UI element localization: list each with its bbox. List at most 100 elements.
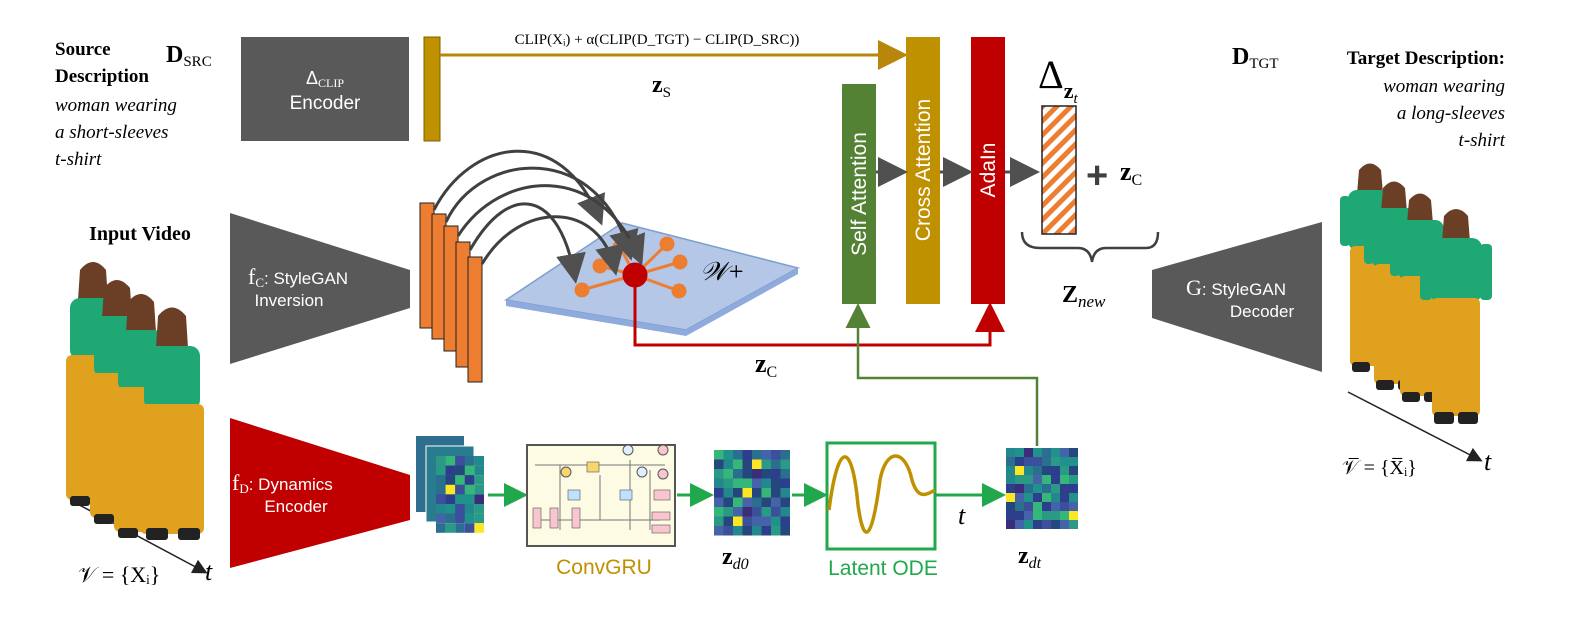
fc-encoder-line2: Inversion	[255, 291, 324, 310]
inversion-curved-arrows	[432, 149, 645, 284]
heatmap-cell	[752, 526, 762, 536]
heatmap-cell	[771, 516, 781, 526]
fd-encoder-line1: fD: Dynamics	[232, 470, 333, 496]
zc-to-adain-arrow	[633, 286, 1005, 347]
heatmap-cell	[1024, 484, 1033, 493]
heatmap-cell	[1051, 511, 1060, 520]
heatmap-cell	[742, 478, 752, 488]
adain-label: AdaIn	[977, 143, 1000, 198]
heatmap-cell	[1069, 448, 1078, 457]
heatmap-cell	[761, 488, 771, 498]
heatmap-cell	[445, 523, 456, 533]
heatmap-cell	[761, 450, 771, 460]
input-frame-4	[140, 307, 204, 540]
heatmap-cell	[752, 450, 762, 460]
heatmap-cell	[445, 484, 456, 495]
cross-attention-block	[906, 37, 940, 304]
heatmap-cell	[455, 484, 465, 495]
heatmap-cell	[1024, 475, 1033, 484]
input-video-frames: t 𝒱 = {Xᵢ}	[66, 262, 213, 587]
fd-encoder-line2: Encoder	[264, 497, 328, 516]
source-description: Source Description woman wearing a short…	[55, 39, 212, 170]
output-time-axis	[1347, 391, 1483, 462]
heatmap-cell	[455, 523, 465, 533]
heatmap-cell	[780, 478, 790, 488]
heatmap-cell	[1060, 520, 1069, 529]
wplus-label: 𝒲+	[700, 257, 745, 286]
heatmap-cell	[714, 497, 724, 507]
heatmap-cell	[1033, 484, 1042, 493]
heatmap-cell	[752, 516, 762, 526]
heatmap-cell	[1015, 475, 1024, 484]
heatmap-cell	[1060, 493, 1069, 502]
heatmap-cell	[445, 456, 456, 466]
g-decoder-line2: Decoder	[1230, 302, 1295, 321]
heatmap-cell	[771, 478, 781, 488]
heatmap-cell	[742, 516, 752, 526]
heatmap-cell	[464, 513, 475, 524]
heatmap-cell	[1060, 466, 1069, 475]
heatmap-cell	[1060, 484, 1069, 493]
heatmap-cell	[455, 513, 465, 524]
heatmap-cell	[742, 507, 752, 517]
heatmap-cell	[464, 456, 475, 466]
heatmap-cell	[464, 465, 475, 476]
heatmap-cell	[733, 478, 743, 488]
heatmap-cell	[1051, 502, 1060, 511]
heatmap-cell	[723, 507, 733, 517]
heatmap-cell	[1069, 511, 1078, 520]
heatmap-cell	[771, 488, 781, 498]
heatmap-cell	[723, 450, 733, 460]
heatmap-cell	[714, 478, 724, 488]
heatmap-cell	[1033, 466, 1042, 475]
heatmap-cell	[742, 450, 752, 460]
heatmap-cell	[1024, 493, 1033, 502]
heatmap-cell	[1042, 520, 1051, 529]
heatmap-cell	[1024, 466, 1033, 475]
target-desc-line2: a long-sleeves	[1397, 103, 1505, 124]
heatmap-cell	[1042, 511, 1051, 520]
heatmap-cell	[714, 526, 724, 536]
heatmap-cell	[780, 488, 790, 498]
heatmap-cell	[436, 465, 446, 476]
heatmap-cell	[714, 450, 724, 460]
heatmap-cell	[1024, 448, 1033, 457]
output-t-label: t	[1484, 447, 1492, 476]
heatmap-cell	[1033, 502, 1042, 511]
heatmap-cell	[1069, 475, 1078, 484]
output-video-frames: t 𝒱̅ = {X̅ᵢ}	[1340, 163, 1492, 479]
heatmap-cell	[1060, 511, 1069, 520]
zs-label: zS	[652, 72, 671, 101]
heatmap-cell	[1006, 484, 1015, 493]
heatmap-cell	[723, 516, 733, 526]
zdt-heatmap	[1006, 448, 1078, 529]
heatmap-cell	[1051, 475, 1060, 484]
heatmap-cell	[1006, 448, 1015, 457]
heatmap-cell	[455, 456, 465, 466]
heatmap-cell	[771, 450, 781, 460]
plus-sign: +	[1086, 155, 1108, 197]
adain-block	[971, 37, 1005, 304]
convgru-diagram	[526, 444, 676, 547]
heatmap-cell	[1015, 457, 1024, 466]
heatmap-cell	[1069, 520, 1078, 529]
heatmap-cell	[1042, 457, 1051, 466]
heatmap-cell	[1024, 502, 1033, 511]
heatmap-cell	[436, 523, 446, 533]
heatmap-cell	[1042, 484, 1051, 493]
heatmap-cell	[742, 488, 752, 498]
heatmap-cell	[436, 475, 446, 485]
heatmap-cell	[1033, 511, 1042, 520]
heatmap-cell	[464, 484, 475, 495]
heatmap-cell	[1006, 511, 1015, 520]
heatmap-cell	[1051, 520, 1060, 529]
heatmap-cell	[761, 497, 771, 507]
convgru-label: ConvGRU	[556, 556, 652, 579]
heatmap-cell	[1015, 448, 1024, 457]
heatmap-cell	[714, 516, 724, 526]
target-description: DTGT Target Description: woman wearing a…	[1232, 44, 1506, 151]
heatmap-cell	[1006, 493, 1015, 502]
heatmap-cell	[1015, 511, 1024, 520]
heatmap-cell	[445, 475, 456, 485]
heatmap-cell	[742, 497, 752, 507]
